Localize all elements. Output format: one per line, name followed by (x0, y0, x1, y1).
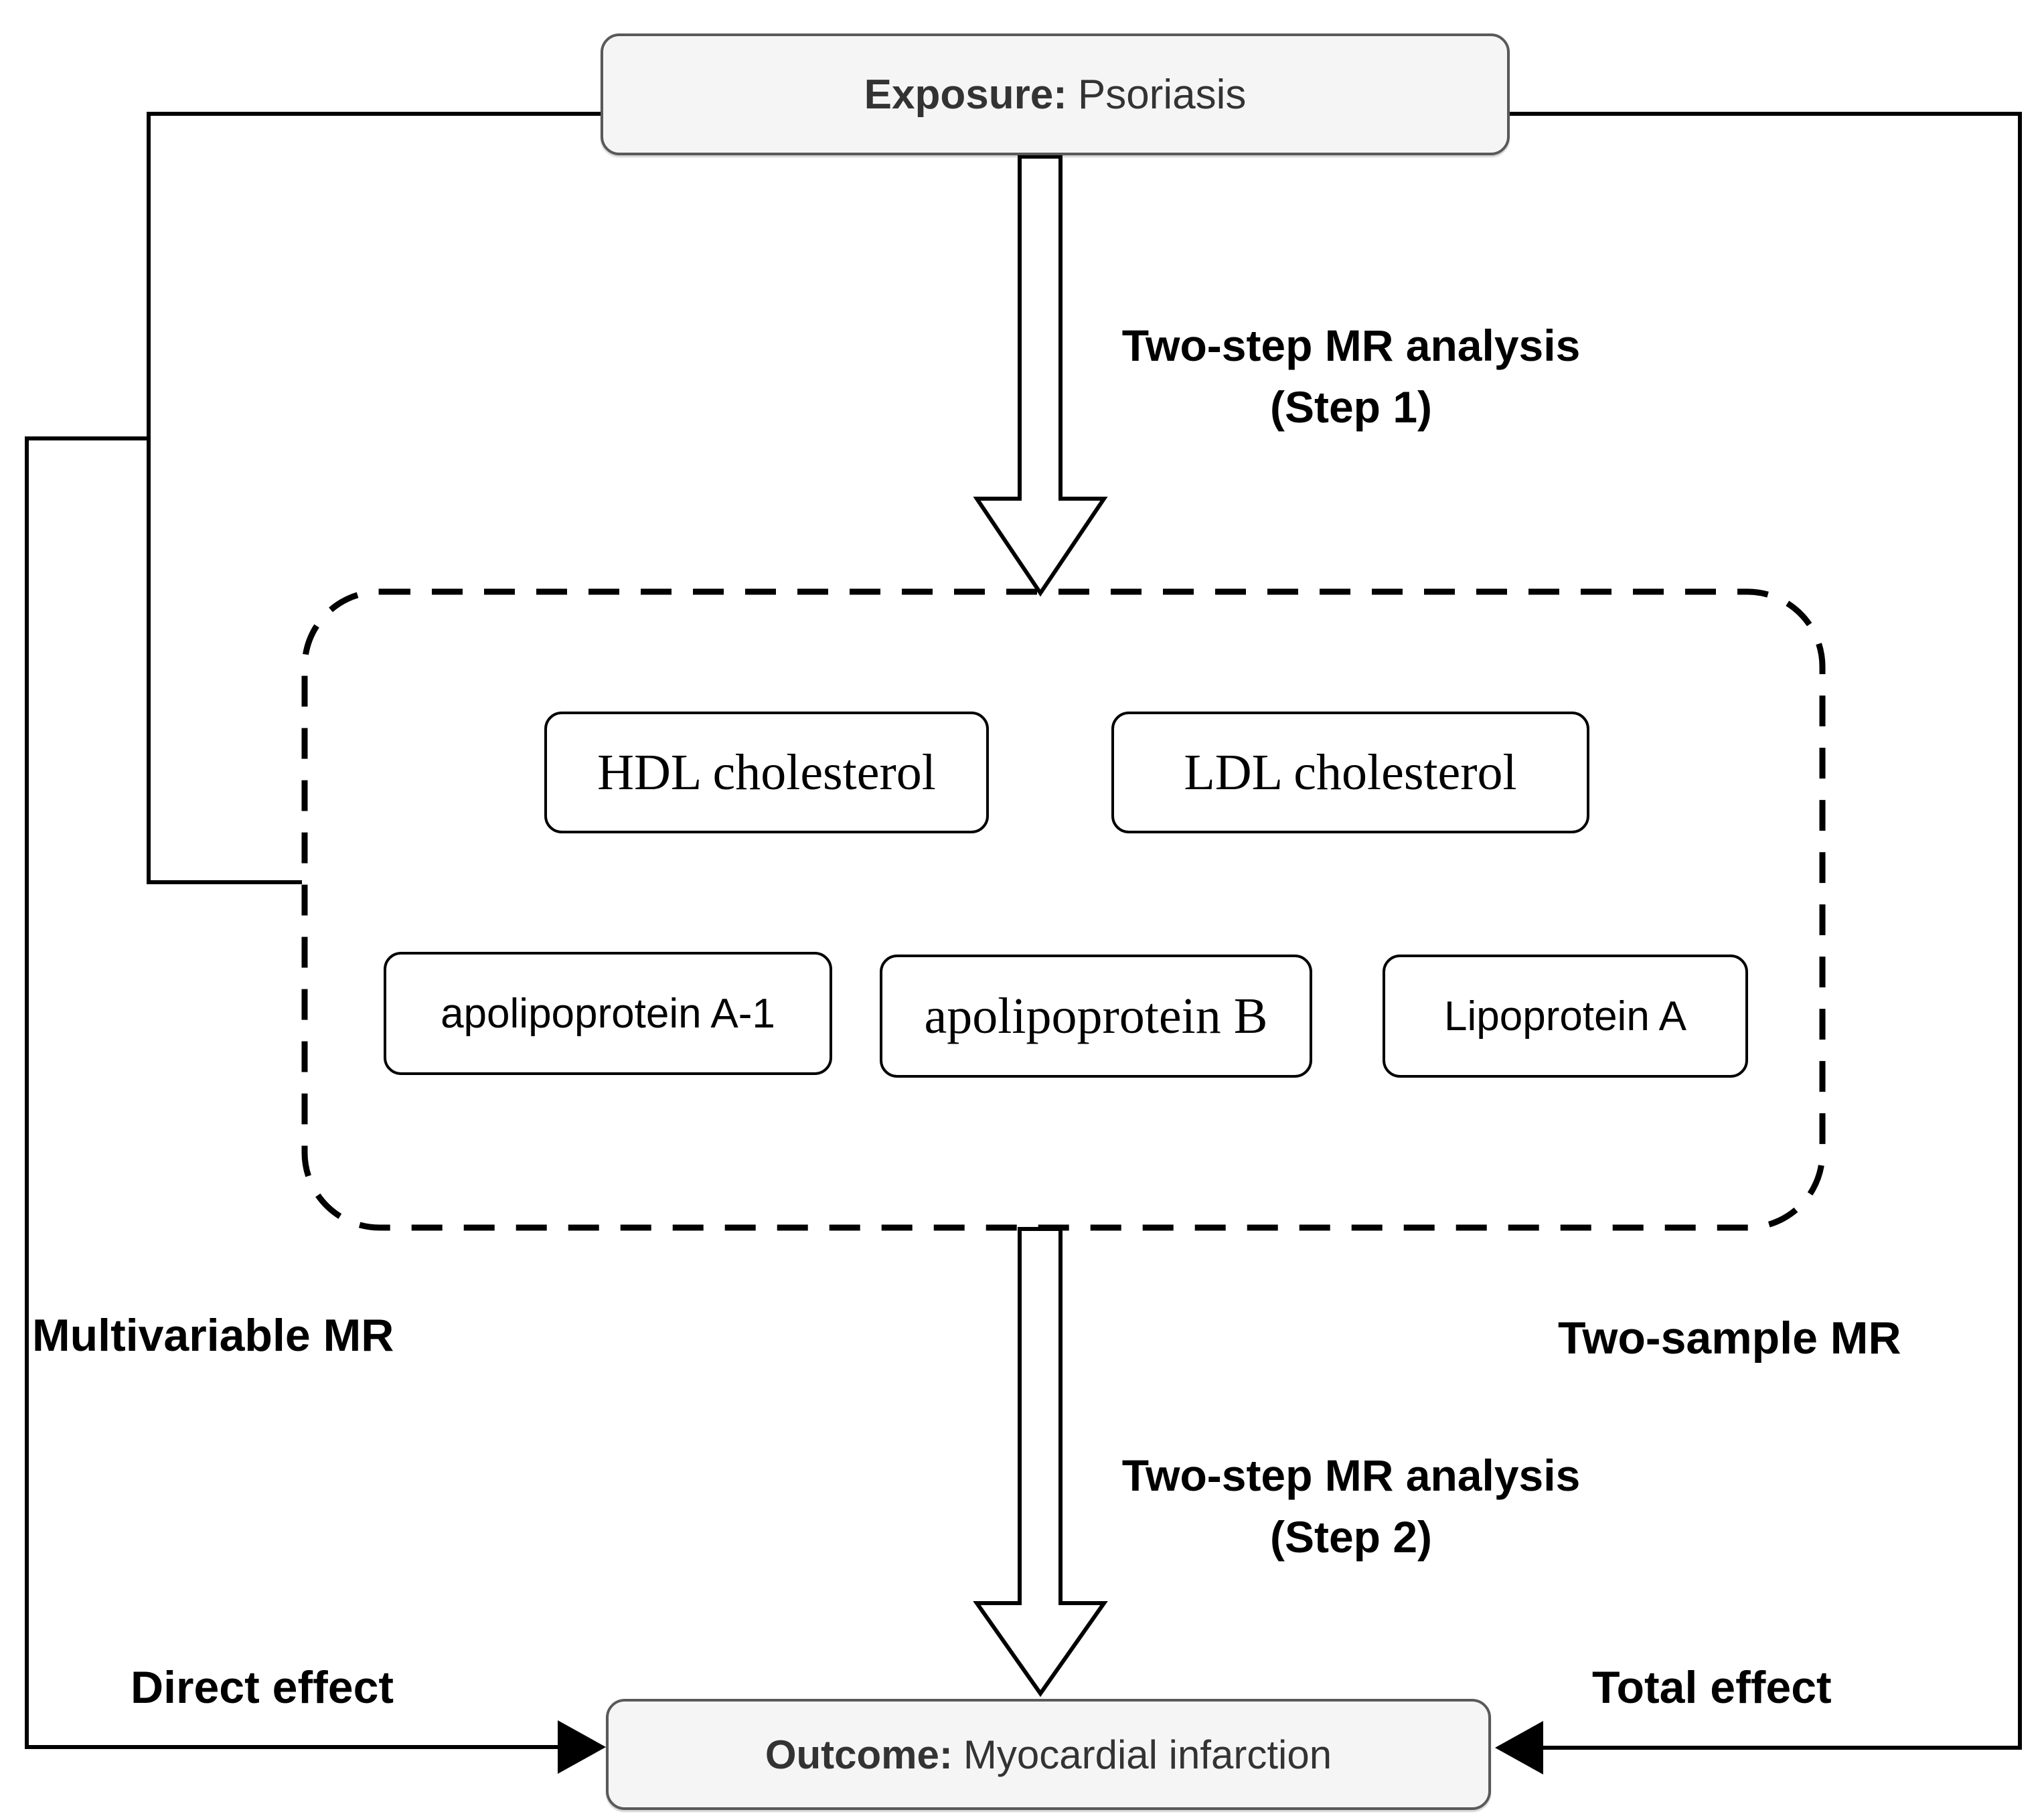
multivariable-path-line (147, 112, 601, 884)
mediator-label: apolipoprotein A-1 (441, 990, 775, 1037)
mediator-apolipoprotein-a1: apolipoprotein A-1 (384, 952, 832, 1075)
exposure-prefix: Exposure: (864, 71, 1067, 118)
outcome-value: Myocardial infarction (963, 1732, 1332, 1777)
total-effect-line (1510, 112, 2022, 1750)
step1-block-arrow-icon (973, 155, 1108, 597)
direct-effect-line (25, 436, 561, 1749)
outcome-node: Outcome: Myocardial infarction (606, 1699, 1491, 1810)
direct-effect-arrowhead-icon (558, 1720, 606, 1774)
total-effect-label: Total effect (1592, 1662, 1832, 1713)
outcome-prefix: Outcome: (765, 1732, 953, 1777)
exposure-value: Psoriasis (1077, 71, 1247, 118)
step2-block-arrow-icon (973, 1227, 1108, 1698)
step1-label-line1: Two-step MR analysis (1121, 321, 1581, 370)
mediator-group-dashed-box (301, 588, 1826, 1231)
step1-label-line2: (Step 1) (1269, 382, 1433, 432)
direct-effect-label: Direct effect (131, 1662, 394, 1713)
mediator-label: Lipoprotein A (1444, 993, 1686, 1040)
mediator-lipoprotein-a: Lipoprotein A (1383, 955, 1748, 1078)
step2-label-line2: (Step 2) (1269, 1512, 1433, 1562)
step2-label-line1: Two-step MR analysis (1121, 1451, 1581, 1500)
mediator-label: apolipoprotein B (924, 987, 1268, 1044)
mediator-label: LDL cholesterol (1184, 744, 1517, 801)
exposure-node: Exposure: Psoriasis (601, 33, 1510, 155)
step1-label: Two-step MR analysis (Step 1) (1102, 315, 1600, 438)
step2-label: Two-step MR analysis (Step 2) (1102, 1444, 1600, 1568)
mediator-hdl-cholesterol: HDL cholesterol (544, 712, 989, 833)
total-effect-arrowhead-icon (1495, 1721, 1543, 1774)
multivariable-mr-label: Multivariable MR (32, 1310, 394, 1361)
mediator-label: HDL cholesterol (597, 744, 936, 801)
mediator-apolipoprotein-b: apolipoprotein B (880, 955, 1312, 1078)
mediator-ldl-cholesterol: LDL cholesterol (1111, 712, 1589, 833)
two-sample-mr-label: Two-sample MR (1558, 1313, 1901, 1364)
